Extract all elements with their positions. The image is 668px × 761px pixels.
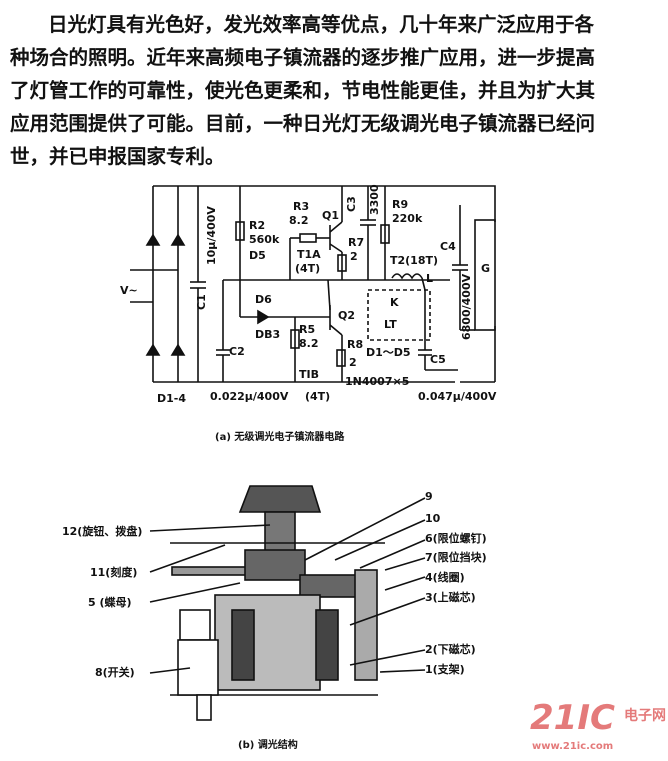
label-part-9: 9 — [425, 490, 433, 503]
label-r8-value: 2 — [349, 356, 357, 369]
label-d1-4: D1-4 — [157, 392, 186, 405]
circuit-caption: (a) 无级调光电子镇流器电路 — [215, 430, 345, 443]
watermark-name: 电子网 — [624, 708, 666, 724]
label-c3: C3 — [345, 196, 358, 212]
label-r9-value: 220k — [392, 212, 423, 225]
label-part-5: 5 (蝶母) — [88, 595, 132, 609]
label-r8: R8 — [347, 338, 363, 351]
label-r7-value: 2 — [350, 250, 358, 263]
label-r2: R2 — [249, 219, 265, 232]
label-diodes: 1N4007×5 — [345, 375, 409, 388]
label-c3-value: 3300 — [368, 184, 381, 215]
label-c5-value: 0.047μ/400V — [418, 390, 497, 403]
label-l: L — [426, 272, 433, 285]
label-r2-value: 560k — [249, 233, 280, 246]
label-d6: D6 — [255, 293, 272, 306]
paragraph-line: 日光灯具有光色好，发光效率高等优点，几十年来广泛应用于各 — [48, 13, 595, 36]
label-k: K — [390, 296, 399, 309]
label-t1b-turns: (4T) — [305, 390, 330, 403]
paragraph-line: 世，并已申报国家专利。 — [10, 145, 225, 168]
watermark: 21IC 电子网 www.21ic.com — [530, 698, 668, 760]
label-part-10: 10 — [425, 512, 441, 525]
label-c4-value: 6800/400V — [460, 273, 473, 340]
label-q1: Q1 — [322, 209, 339, 222]
circuit-labels: V~ C1 10μ/400V R2 560k D5 R3 8.2 Q1 C3 3… — [120, 184, 497, 443]
label-lt: LT — [384, 318, 397, 331]
label-part-8: 8(开关) — [95, 665, 135, 679]
label-c2-value: 0.022μ/400V — [210, 390, 289, 403]
label-part-3: 3(上磁芯) — [425, 590, 476, 604]
label-part-2: 2(下磁芯) — [425, 642, 476, 656]
label-t2: T2(18T) — [390, 254, 438, 267]
watermark-logo: 21IC — [530, 698, 615, 738]
label-c1-value: 10μ/400V — [205, 206, 218, 265]
label-d1-d5: D1～D5 — [366, 346, 411, 359]
label-db3: DB3 — [255, 328, 280, 341]
label-part-11: 11(刻度) — [90, 565, 137, 579]
label-r5: R5 — [299, 323, 315, 336]
label-part-12: 12(旋钮、拨盘) — [62, 524, 142, 538]
intro-paragraph: 日光灯具有光色好，发光效率高等优点，几十年来广泛应用于各 种场合的照明。近年来高… — [10, 8, 660, 173]
label-part-6: 6(限位螺钉) — [425, 531, 487, 545]
label-t1b: TIB — [299, 368, 319, 381]
label-q2: Q2 — [338, 309, 355, 322]
label-part-7: 7(限位挡块) — [425, 550, 487, 564]
label-part-1: 1(支架) — [425, 662, 465, 676]
paragraph-line: 应用范围提供了可能。目前，一种日光灯无级调光电子镇流器已经问 — [10, 112, 596, 135]
label-r7: R7 — [348, 236, 364, 249]
label-t1a-turns: (4T) — [295, 262, 320, 275]
label-c4: C4 — [440, 240, 456, 253]
label-c2: C2 — [229, 345, 245, 358]
label-r3: R3 — [293, 200, 309, 213]
paragraph-line: 种场合的照明。近年来高频电子镇流器的逐步推广应用，进一步提高 — [10, 46, 596, 69]
circuit-diagram — [130, 185, 496, 383]
label-c1: C1 — [195, 294, 208, 310]
label-c5: C5 — [430, 353, 446, 366]
label-r5-value: 8.2 — [299, 337, 319, 350]
dimmer-structure-drawing — [149, 485, 426, 721]
label-g: G — [481, 262, 490, 275]
paragraph-line: 了灯管工作的可靠性，使光色更柔和，节电性能更佳，并且为扩大其 — [10, 79, 596, 102]
label-v-in: V~ — [120, 284, 138, 297]
label-r9: R9 — [392, 198, 408, 211]
structure-labels: 12(旋钮、拨盘) 11(刻度) 5 (蝶母) 8(开关) 9 10 6(限位螺… — [62, 490, 487, 751]
label-r3-value: 8.2 — [289, 214, 309, 227]
label-part-4: 4(线圈) — [425, 570, 465, 584]
label-t1a: T1A — [297, 248, 321, 261]
structure-caption: (b) 调光结构 — [238, 738, 298, 751]
label-d5: D5 — [249, 249, 266, 262]
watermark-url: www.21ic.com — [532, 741, 614, 752]
